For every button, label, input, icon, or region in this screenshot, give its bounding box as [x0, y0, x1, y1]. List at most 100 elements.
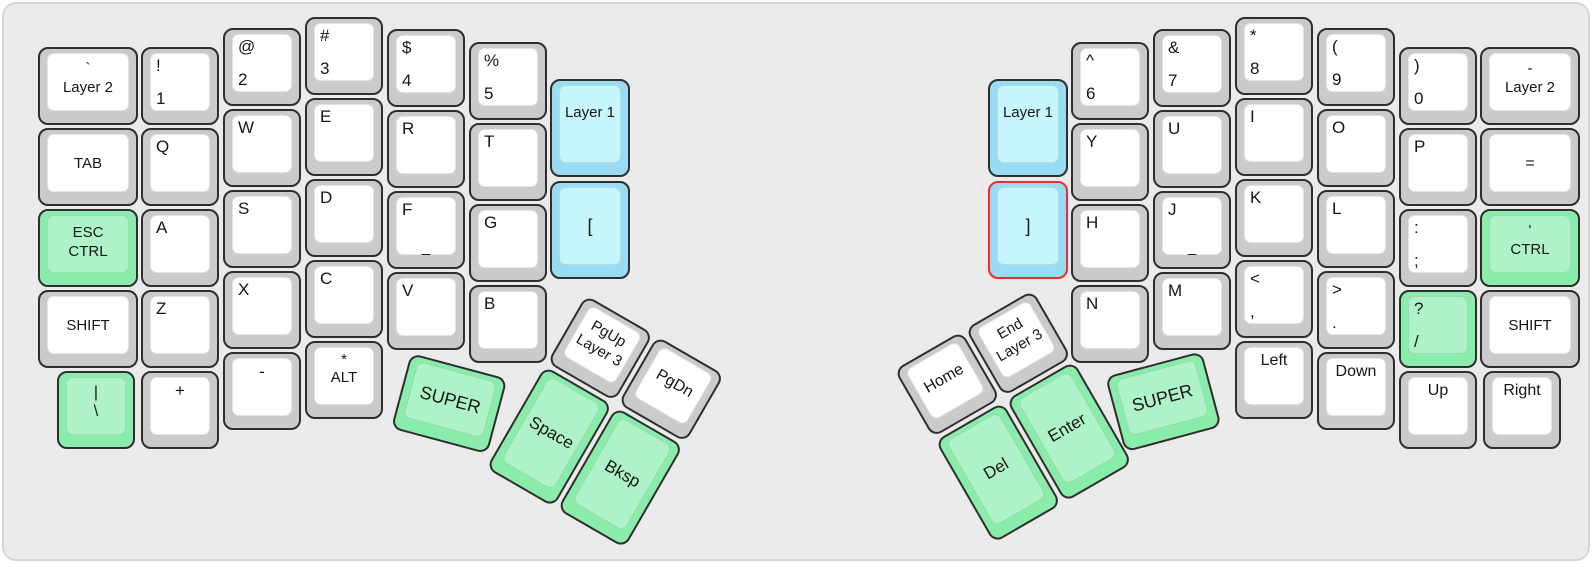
key-arrow-down[interactable]: Down: [1317, 352, 1395, 430]
key-question-slash[interactable]: ?/: [1399, 290, 1477, 368]
keycap-top: TAB: [47, 134, 129, 192]
key-legend: Z: [156, 299, 167, 318]
key-quote-ctrl[interactable]: ' CTRL: [1480, 209, 1580, 287]
key-lt-comma[interactable]: <,: [1235, 260, 1313, 338]
key-legend: M: [1168, 281, 1183, 300]
key-at-2[interactable]: @2: [223, 28, 301, 106]
key-o[interactable]: O: [1317, 109, 1395, 187]
keycap-top: Right: [1492, 377, 1552, 435]
key-u[interactable]: U: [1153, 110, 1231, 188]
key-t[interactable]: T: [469, 123, 547, 201]
key-y[interactable]: Y: [1071, 123, 1149, 201]
key-m[interactable]: M: [1153, 272, 1231, 350]
key-rparen-0[interactable]: )0: [1399, 47, 1477, 125]
key-legend: [: [587, 215, 593, 236]
key-legend: ' CTRL: [1510, 222, 1550, 258]
key-j[interactable]: J_: [1153, 191, 1231, 269]
keycap-top: J_: [1162, 197, 1222, 256]
key-star-8[interactable]: *8: [1235, 17, 1313, 95]
keycap-top: ESC CTRL: [47, 215, 129, 273]
key-percent-5[interactable]: %5: [469, 42, 547, 120]
key-legend: H: [1086, 213, 1099, 232]
key-hash-3[interactable]: #3: [305, 17, 383, 95]
key-legend: S: [238, 199, 250, 218]
key-v[interactable]: V: [387, 272, 465, 350]
key-layer-1-right[interactable]: Layer 1: [988, 79, 1068, 177]
key-pipe-backslash[interactable]: | \: [57, 371, 135, 449]
key-i[interactable]: I: [1235, 98, 1313, 176]
keycap-top: Down: [1326, 358, 1386, 416]
keycap-top: =: [1489, 134, 1571, 192]
key-legend: 3: [320, 59, 330, 78]
key-l[interactable]: L: [1317, 190, 1395, 268]
key-esc-ctrl[interactable]: ESC CTRL: [38, 209, 138, 287]
key-s[interactable]: S: [223, 190, 301, 268]
keycap-top: B: [478, 291, 538, 349]
keycap-top: !1: [150, 53, 210, 111]
key-minus-layer-2[interactable]: - Layer 2: [1480, 47, 1580, 125]
key-amp-7[interactable]: &7: [1153, 29, 1231, 107]
key-grave-layer-2[interactable]: ` Layer 2: [38, 47, 138, 125]
key-right-bracket[interactable]: ]: [988, 181, 1068, 279]
key-dollar-4[interactable]: $4: [387, 29, 465, 107]
key-star-alt[interactable]: * ALT: [305, 341, 383, 419]
key-k[interactable]: K: [1235, 179, 1313, 257]
key-legend: @: [238, 37, 256, 56]
key-shift-right[interactable]: SHIFT: [1480, 290, 1580, 368]
key-legend: ESC CTRL: [68, 224, 108, 260]
keycap-top: L: [1326, 196, 1386, 254]
key-legend: 4: [402, 71, 412, 90]
key-colon-semicolon[interactable]: :;: [1399, 209, 1477, 287]
key-b[interactable]: B: [469, 285, 547, 363]
keycap-top: E: [314, 104, 374, 162]
key-legend: ` Layer 2: [62, 60, 114, 96]
key-g[interactable]: G: [469, 204, 547, 282]
key-legend: P: [1414, 137, 1426, 156]
key-legend: SUPER: [1129, 379, 1195, 416]
key-minus[interactable]: -: [223, 352, 301, 430]
key-a[interactable]: A: [141, 209, 219, 287]
key-arrow-left[interactable]: Left: [1235, 341, 1313, 419]
key-arrow-up[interactable]: Up: [1399, 371, 1477, 449]
keycap-top: R: [396, 116, 456, 174]
key-d[interactable]: D: [305, 179, 383, 257]
key-f[interactable]: F_: [387, 191, 465, 269]
key-q[interactable]: Q: [141, 128, 219, 206]
keycap-top: [: [559, 187, 621, 265]
key-caret-6[interactable]: ^6: [1071, 42, 1149, 120]
key-legend: - Layer 2: [1504, 60, 1556, 96]
key-lparen-9[interactable]: (9: [1317, 28, 1395, 106]
key-x[interactable]: X: [223, 271, 301, 349]
keycap-top: H: [1080, 210, 1140, 268]
keycap-top: X: [232, 277, 292, 335]
key-exclam-1[interactable]: !1: [141, 47, 219, 125]
key-e[interactable]: E: [305, 98, 383, 176]
key-legend: Down: [1335, 363, 1377, 380]
key-equals[interactable]: =: [1480, 128, 1580, 206]
key-legend: 2: [238, 70, 248, 89]
key-r[interactable]: R: [387, 110, 465, 188]
key-z[interactable]: Z: [141, 290, 219, 368]
keycap-top: Layer 1: [997, 85, 1059, 163]
keycap-top: *8: [1244, 23, 1304, 81]
key-legend: ,: [1250, 302, 1255, 321]
keycap-top: :;: [1408, 215, 1468, 273]
key-plus[interactable]: +: [141, 371, 219, 449]
key-legend: *: [1250, 26, 1257, 45]
key-arrow-right[interactable]: Right: [1483, 371, 1561, 449]
key-w[interactable]: W: [223, 109, 301, 187]
key-legend: B: [484, 294, 496, 313]
key-legend: End Layer 3: [993, 314, 1046, 366]
key-shift-left[interactable]: SHIFT: [38, 290, 138, 368]
key-legend: TAB: [73, 154, 103, 172]
key-tab[interactable]: TAB: [38, 128, 138, 206]
key-legend: * ALT: [330, 351, 358, 386]
key-left-bracket[interactable]: [: [550, 181, 630, 279]
key-p[interactable]: P: [1399, 128, 1477, 206]
key-c[interactable]: C: [305, 260, 383, 338]
key-legend: .: [1332, 313, 1337, 332]
key-layer-1-left[interactable]: Layer 1: [550, 79, 630, 177]
key-gt-period[interactable]: >.: [1317, 271, 1395, 349]
key-n[interactable]: N: [1071, 285, 1149, 363]
key-h[interactable]: H: [1071, 204, 1149, 282]
